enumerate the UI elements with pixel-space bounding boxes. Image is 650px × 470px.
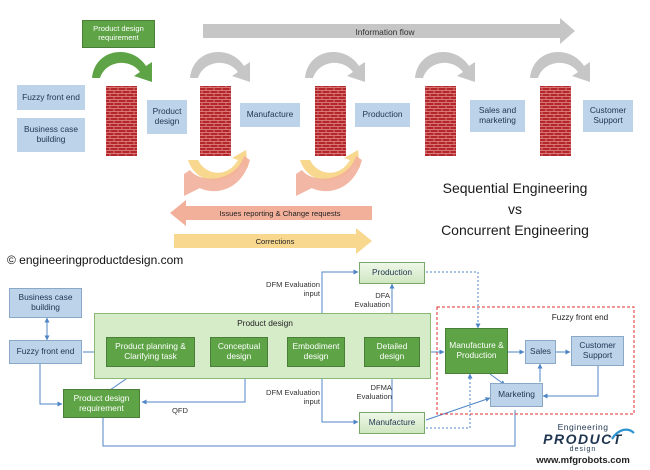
top-manufacture: Manufacture bbox=[240, 103, 300, 127]
manufacture-box: Manufacture bbox=[359, 412, 425, 434]
fuzzy-front-end: Fuzzy front end bbox=[9, 340, 82, 364]
watermark-url: www.mfgrobots.com bbox=[536, 455, 630, 466]
fuzzy-front-end-region-label: Fuzzy front end bbox=[551, 313, 609, 322]
top-business-case-building: Business case building bbox=[17, 118, 85, 152]
feedback-arrow-left-orange bbox=[184, 156, 250, 196]
feedback-arrow-right-orange bbox=[296, 156, 362, 196]
title-line-2: vs bbox=[508, 201, 522, 217]
embodiment-design-box: Embodiment design bbox=[287, 337, 345, 367]
brick-wall-4 bbox=[425, 86, 456, 156]
production-box: Production bbox=[359, 262, 425, 284]
product-planning-box: Product planning & Clarifying task bbox=[106, 337, 195, 367]
dfm-bottom-label: DFM Evaluation input bbox=[265, 388, 320, 407]
title-line-3: Concurrent Engineering bbox=[441, 222, 589, 238]
page-title: Sequential Engineering vs Concurrent Eng… bbox=[410, 178, 620, 241]
gray-curved-arrow-2 bbox=[305, 52, 365, 82]
engineering-product-design-logo: Engineering PRODUCT design bbox=[543, 422, 623, 454]
gray-curved-arrow-3 bbox=[415, 52, 475, 82]
brick-wall-3 bbox=[315, 86, 346, 156]
product-design-requirement-box: Product design requirement bbox=[63, 389, 140, 418]
green-curved-arrow bbox=[92, 52, 152, 82]
sales-box: Sales bbox=[525, 340, 556, 364]
fuzzy-front-end-region bbox=[436, 306, 635, 415]
business-case-building: Business case building bbox=[9, 288, 82, 318]
top-product-design-requirement: Product design requirement bbox=[82, 20, 155, 48]
brick-wall-5 bbox=[540, 86, 571, 156]
top-customer-support: Customer Support bbox=[583, 100, 633, 132]
information-flow-arrow bbox=[203, 18, 575, 44]
top-fuzzy-front-end: Fuzzy front end bbox=[17, 85, 85, 110]
qfd-label: QFD bbox=[171, 406, 189, 415]
copyright-text: © engineeringproductdesign.com bbox=[7, 253, 184, 267]
detailed-design-box: Detailed design bbox=[364, 337, 420, 367]
top-sales-and-marketing: Sales and marketing bbox=[470, 100, 525, 132]
corrections-label: Corrections bbox=[255, 237, 295, 246]
conceptual-design-box: Conceptual design bbox=[210, 337, 268, 367]
top-product-design: Product design bbox=[147, 100, 187, 134]
brick-wall-2 bbox=[200, 86, 231, 156]
corrections-arrow bbox=[174, 228, 372, 254]
gray-curved-arrow-1 bbox=[190, 52, 250, 82]
product-design-group-label: Product design bbox=[237, 318, 293, 328]
brick-wall-1 bbox=[106, 86, 137, 156]
manufacture-production-box: Manufacture & Production bbox=[445, 328, 508, 374]
issues-reporting-label: Issues reporting & Change requests bbox=[219, 209, 341, 218]
marketing-box: Marketing bbox=[490, 383, 543, 407]
customer-support-box: Customer Support bbox=[571, 336, 624, 366]
dfm-top-label: DFM Evaluation input bbox=[265, 280, 320, 299]
issues-reporting-arrow bbox=[170, 200, 372, 226]
top-production: Production bbox=[355, 103, 410, 127]
dfma-label: DFMA Evaluation bbox=[356, 383, 392, 402]
dfa-label: DFA Evaluation bbox=[354, 291, 390, 310]
title-line-1: Sequential Engineering bbox=[442, 180, 588, 196]
gray-curved-arrow-4 bbox=[530, 52, 590, 82]
logo-swoosh-icon bbox=[611, 428, 635, 440]
information-flow-label: Information flow bbox=[355, 27, 415, 37]
